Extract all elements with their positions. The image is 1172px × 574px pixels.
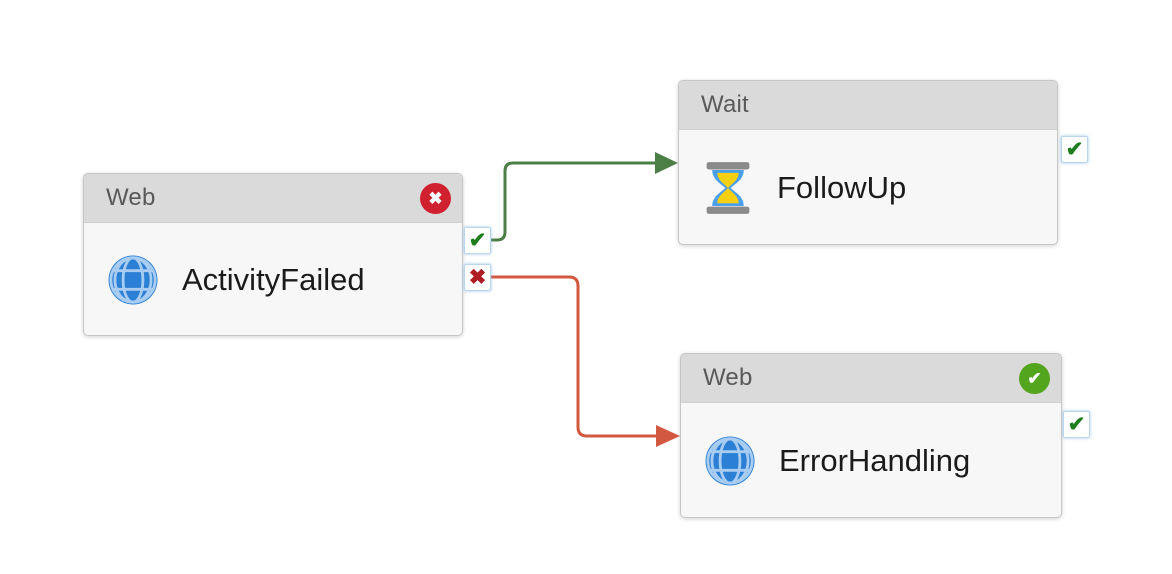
port-success-errorhandling[interactable]: ✔ <box>1063 411 1090 438</box>
status-failed-icon: ✖ <box>420 183 451 214</box>
activity-node-followup[interactable]: Wait FollowUp <box>678 80 1058 245</box>
activity-type-label: Wait <box>701 91 749 118</box>
arrowhead-failure-icon <box>656 425 680 447</box>
activity-name: FollowUp <box>777 169 907 205</box>
activity-type-label: Web <box>106 184 156 211</box>
port-success-followup[interactable]: ✔ <box>1061 136 1088 163</box>
hourglass-icon <box>699 159 757 217</box>
activity-header: Wait <box>679 81 1057 130</box>
activity-type-label: Web <box>703 364 753 391</box>
globe-icon <box>701 432 759 490</box>
activity-name: ErrorHandling <box>779 442 971 478</box>
activity-header: Web ✔ <box>681 354 1061 403</box>
port-failure-activityfailed[interactable]: ✖ <box>464 264 491 291</box>
arrowhead-success-icon <box>655 152 678 174</box>
activity-header: Web ✖ <box>84 174 462 223</box>
activity-body: ErrorHandling <box>681 403 1061 517</box>
activity-body: ActivityFailed <box>84 223 462 335</box>
globe-icon <box>104 251 162 309</box>
port-success-activityfailed[interactable]: ✔ <box>464 227 491 254</box>
activity-body: FollowUp <box>679 130 1057 244</box>
activity-node-errorhandling[interactable]: Web ✔ ErrorHandling <box>680 353 1062 518</box>
edge-failure-activityfailed-to-errorhandling[interactable] <box>491 275 680 447</box>
activity-name: ActivityFailed <box>182 261 365 297</box>
status-succeeded-icon: ✔ <box>1019 363 1050 394</box>
edge-success-activityfailed-to-followup[interactable] <box>491 152 678 242</box>
activity-node-activityfailed[interactable]: Web ✖ ActivityFailed <box>83 173 463 336</box>
